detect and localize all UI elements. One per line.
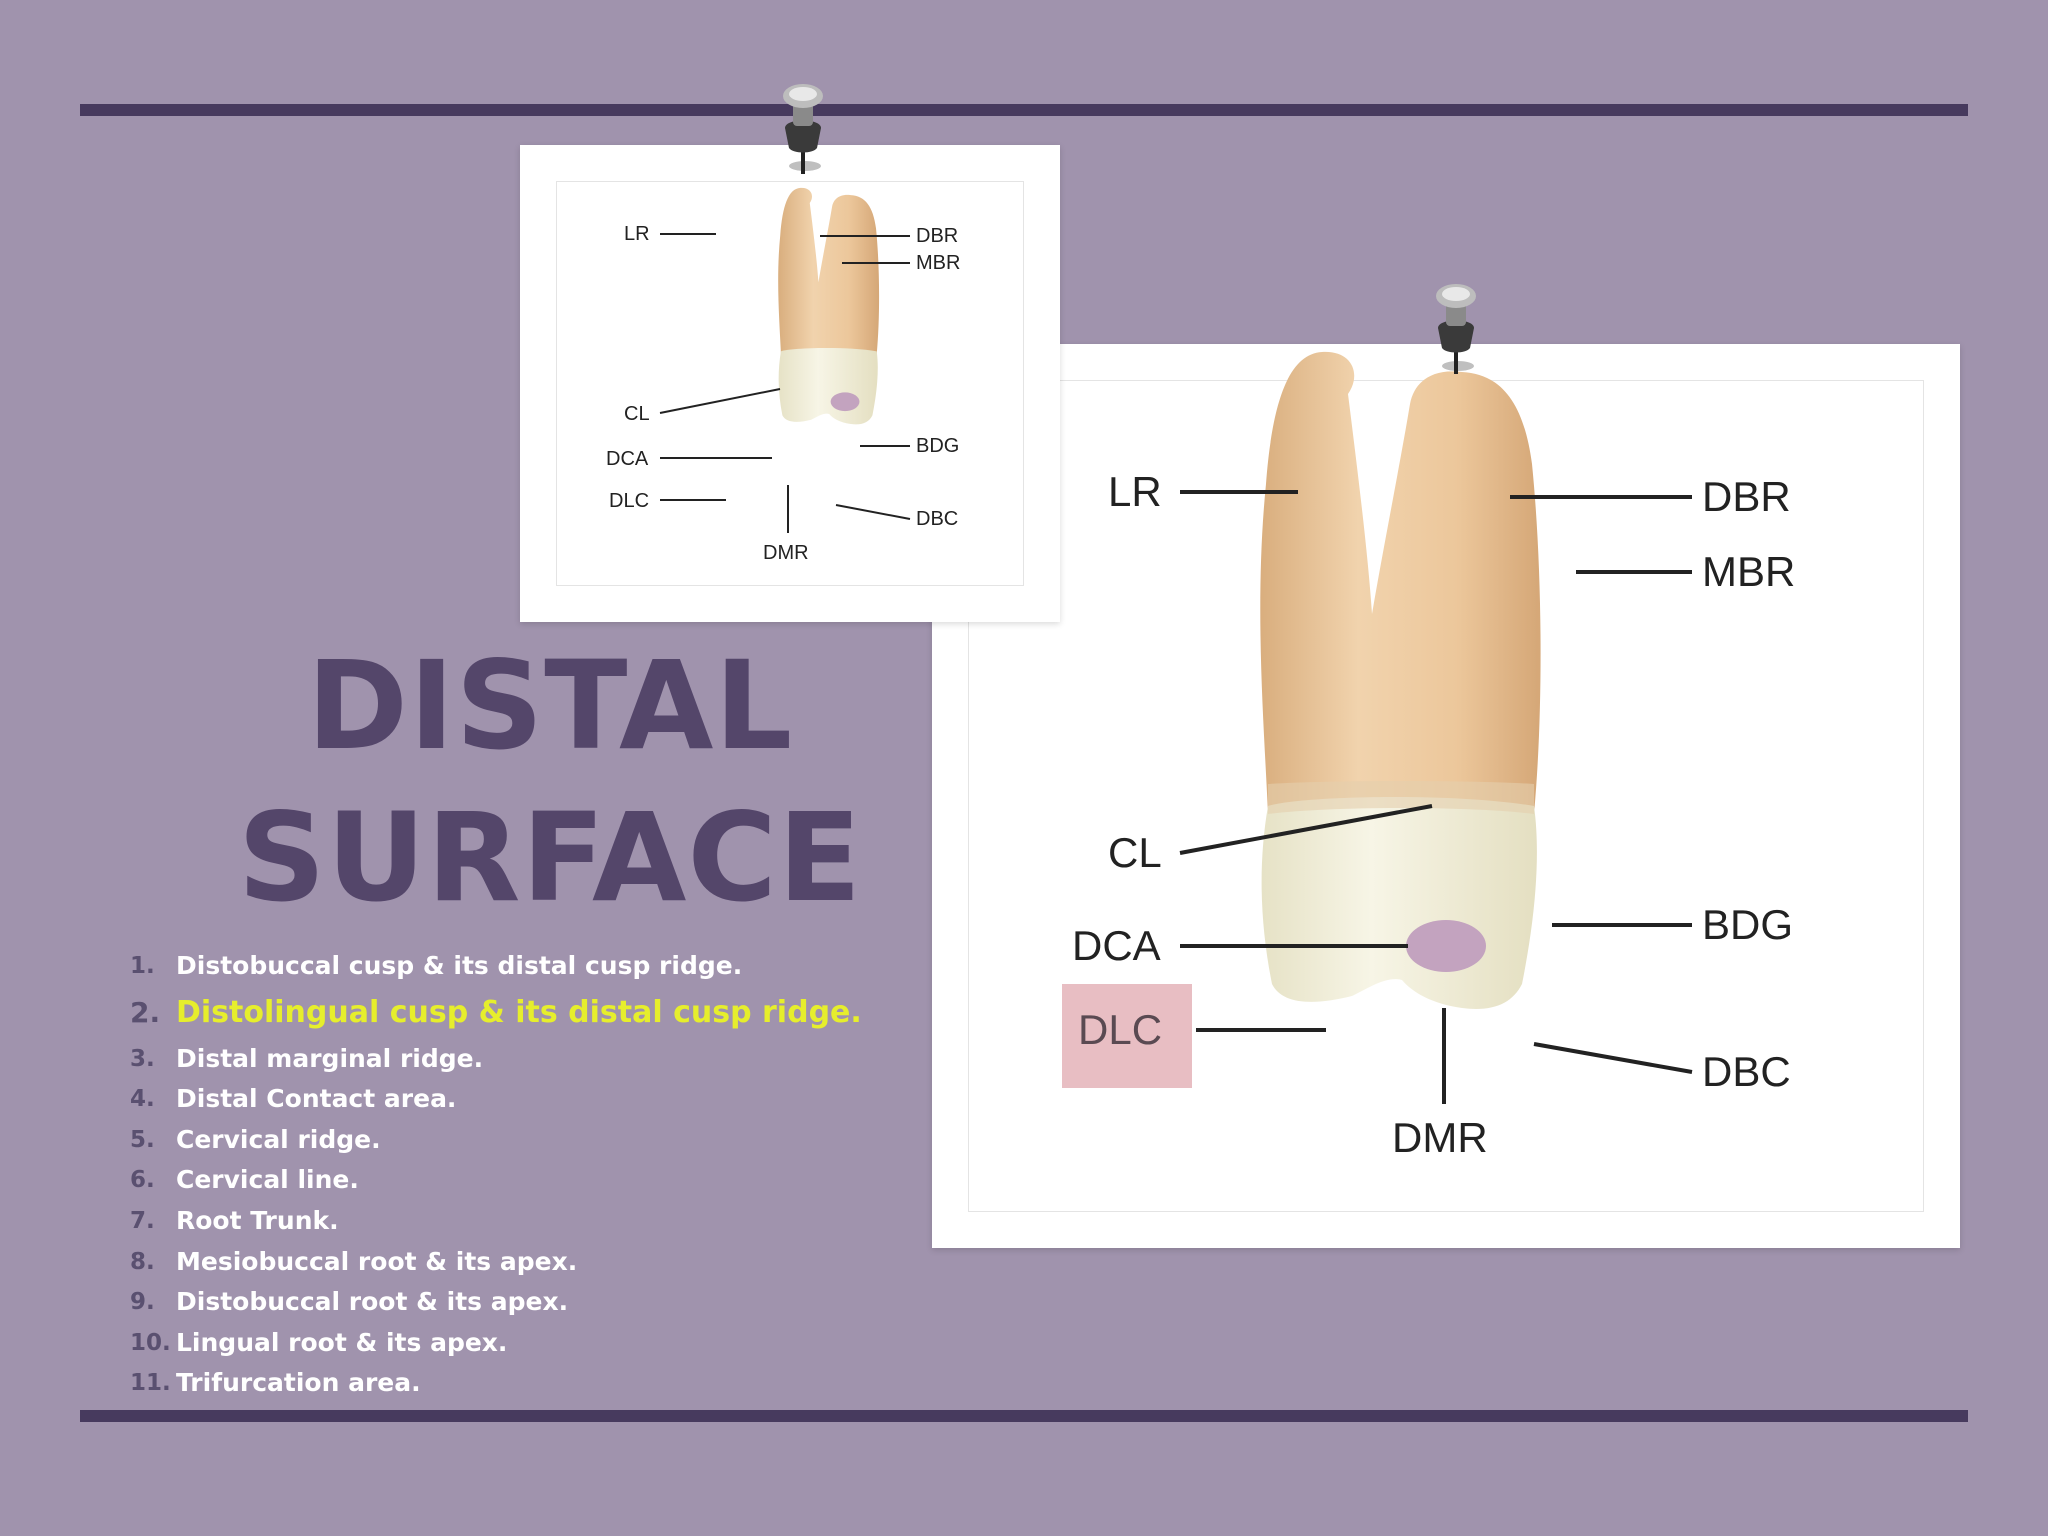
small-tooth-diagram: LR DBR MBR CL DCA DLC BDG DBC DMR (606, 187, 960, 564)
list-item: 1.Distobuccal cusp & its distal cusp rid… (130, 951, 743, 980)
tooth-roots (1260, 351, 1541, 814)
list-item: 8.Mesiobuccal root & its apex. (130, 1246, 578, 1276)
label-dca: DCA (606, 448, 649, 470)
small-diagram-card: LR DBR MBR CL DCA DLC BDG DBC DMR (520, 145, 1060, 622)
tooth-crown (778, 348, 878, 425)
label-cl: CL (624, 403, 650, 425)
top-rule (80, 104, 1968, 116)
large-tooth-diagram: LR DBR MBR CL DCA DLC BDG DBC DMR (1062, 351, 1795, 1161)
label-dmr: DMR (763, 542, 809, 564)
label-dlc: DLC (1078, 1006, 1162, 1053)
list-item: 3.Distal marginal ridge. (130, 1043, 484, 1073)
feature-list: 1.Distobuccal cusp & its distal cusp rid… (130, 946, 862, 1404)
label-lr: LR (624, 223, 650, 245)
list-item: 9.Distobuccal root & its apex. (130, 1287, 569, 1317)
list-item: 5.Cervical ridge. (130, 1124, 381, 1154)
label-dca: DCA (1072, 922, 1161, 969)
list-item: 7.Root Trunk. (130, 1205, 339, 1235)
slide-title: DISTAL SURFACE (200, 630, 900, 934)
label-dbc: DBC (1702, 1048, 1791, 1095)
label-bdg: BDG (916, 435, 959, 457)
label-dbr: DBR (916, 225, 958, 247)
list-item: 4.Distal Contact area. (130, 1084, 457, 1114)
large-diagram-card: LR DBR MBR CL DCA DLC BDG DBC DMR (932, 344, 1960, 1248)
bottom-rule (80, 1410, 1968, 1422)
label-dmr: DMR (1392, 1114, 1488, 1161)
list-item: 6.Cervical line. (130, 1165, 359, 1195)
label-dlc: DLC (609, 490, 649, 512)
label-cl: CL (1108, 829, 1162, 876)
distal-contact-area (830, 392, 860, 412)
distal-contact-area (1406, 920, 1486, 972)
title-line-2: SURFACE (237, 787, 863, 929)
list-item: 11.Trifurcation area. (130, 1368, 421, 1398)
push-pin-icon (783, 84, 823, 174)
tooth-roots (778, 187, 880, 355)
dlc-label-highlight (1062, 984, 1192, 1088)
title-line-1: DISTAL (306, 635, 794, 777)
label-mbr: MBR (1702, 548, 1795, 595)
push-pin-icon (1436, 284, 1476, 374)
label-dbr: DBR (1702, 473, 1791, 520)
label-dbc: DBC (916, 508, 958, 530)
list-item: 10.Lingual root & its apex. (130, 1327, 508, 1357)
list-item-highlighted: 2.Distolingual cusp & its distal cusp ri… (130, 994, 862, 1030)
label-lr: LR (1108, 468, 1162, 515)
label-mbr: MBR (916, 252, 960, 274)
label-bdg: BDG (1702, 901, 1793, 948)
